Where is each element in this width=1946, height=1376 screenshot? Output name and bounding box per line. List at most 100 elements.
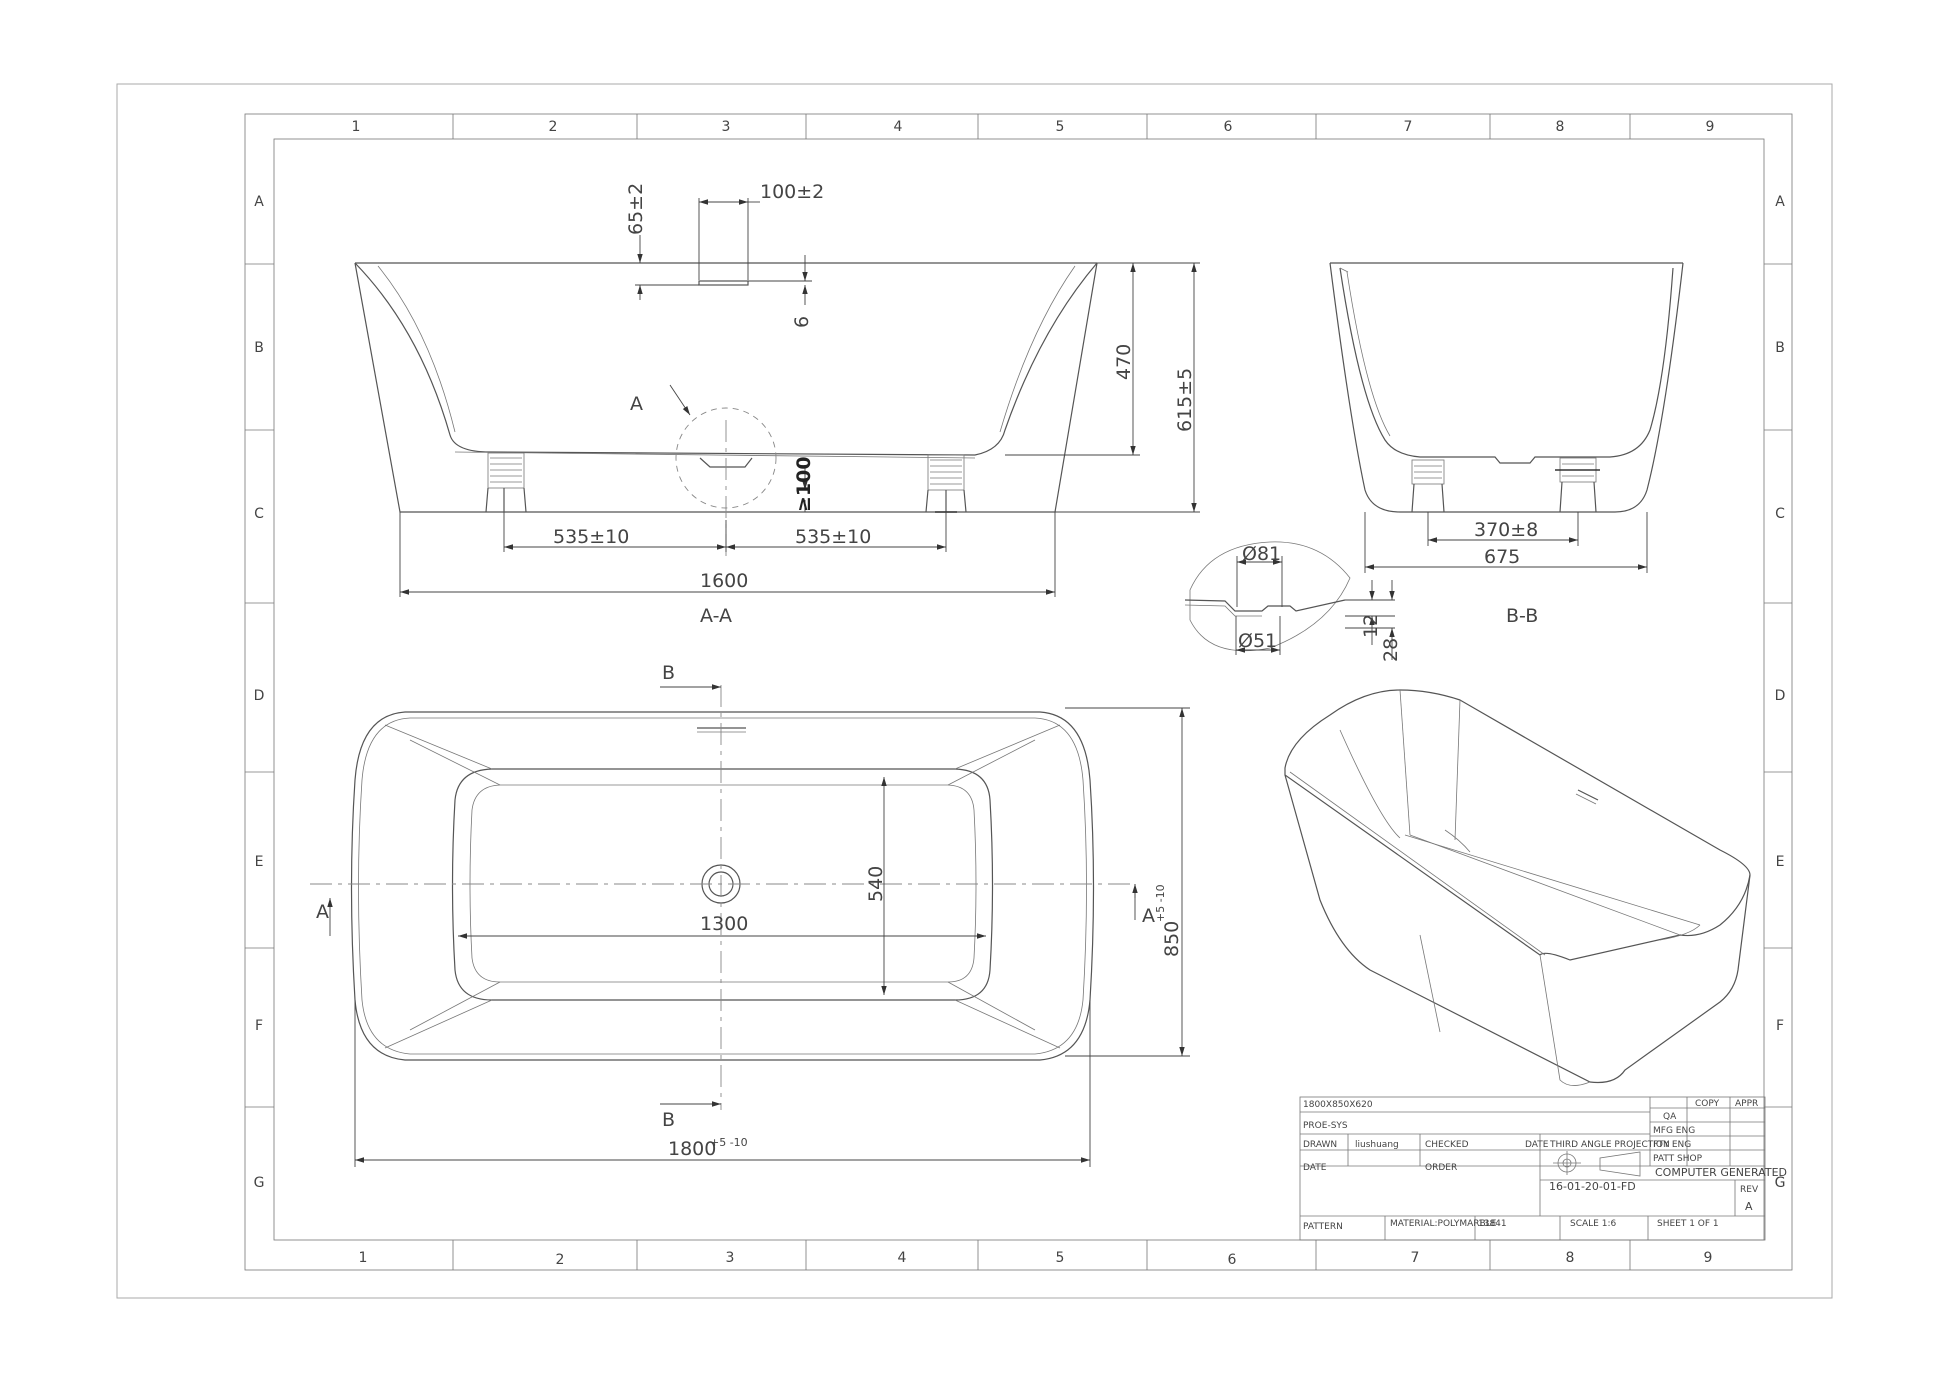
- row-label: E: [1776, 854, 1785, 870]
- col-label: 4: [898, 1250, 907, 1266]
- dim-overall-width-tolerance: +5 -10: [1154, 884, 1167, 922]
- leg-right: [925, 454, 967, 513]
- dim-leg-spacing-right: 535±10: [795, 526, 871, 548]
- col-label: 7: [1404, 119, 1413, 135]
- section-bb-view: [1329, 262, 1684, 513]
- dim-overall-length: 1800: [668, 1138, 716, 1160]
- sheet-border: [116, 83, 1833, 1299]
- dim-drain-depth-12: 12: [1360, 614, 1382, 638]
- tb-sheet: SHEET 1 OF 1: [1657, 1219, 1719, 1229]
- dim-inner-length: 1300: [700, 913, 748, 935]
- col-label: 9: [1704, 1250, 1713, 1266]
- tb-date-hdr: DATE: [1525, 1140, 1549, 1150]
- section-bb-dimensions: 370±8 675 B-B: [1364, 512, 1648, 627]
- col-label: 6: [1224, 119, 1233, 135]
- tb-appr: APPR: [1735, 1099, 1758, 1109]
- cut-a-right-label: A: [1142, 905, 1155, 927]
- row-label: D: [254, 688, 265, 704]
- tb-order: ORDER: [1425, 1163, 1457, 1173]
- dim-overall-width: 850: [1161, 921, 1183, 957]
- grid-row-labels-left: A B C D E F G: [254, 194, 265, 1191]
- leg-bb-left: [1411, 459, 1445, 513]
- col-label: 1: [359, 1250, 368, 1266]
- grid-column-labels-top: 1 2 3 4 5 6 7 8 9: [352, 119, 1715, 135]
- tb-qa: QA: [1663, 1112, 1677, 1122]
- tb-fty-eng: FTY ENG: [1653, 1140, 1691, 1150]
- row-label: A: [254, 194, 264, 210]
- tb-projection: THIRD ANGLE PROJECTION: [1549, 1140, 1670, 1150]
- dim-total-height: 615±5: [1174, 368, 1196, 432]
- grid-columns: [452, 114, 1631, 1270]
- row-label: G: [254, 1175, 265, 1191]
- tb-drawn: DRAWN: [1303, 1140, 1337, 1150]
- row-label: C: [1775, 506, 1785, 522]
- section-bb-label: B-B: [1506, 605, 1538, 627]
- tb-rev: REV: [1740, 1185, 1759, 1195]
- tb-drawing-no: 16-01-20-01-FD: [1549, 1180, 1636, 1193]
- plan-view: A A B B: [310, 662, 1155, 1131]
- isometric-view: [1284, 689, 1751, 1086]
- col-label: 9: [1706, 119, 1715, 135]
- dim-leg-spacing-left: 535±10: [553, 526, 629, 548]
- row-label: B: [254, 340, 264, 356]
- col-label: 5: [1056, 1250, 1065, 1266]
- section-aa-view: A: [354, 262, 1098, 560]
- projection-symbol-icon: [1553, 1151, 1641, 1177]
- row-label: C: [254, 506, 264, 522]
- tb-drawn-by: liushuang: [1355, 1140, 1399, 1150]
- tb-computer-generated: COMPUTER GENERATED: [1655, 1166, 1787, 1179]
- col-label: 2: [549, 119, 558, 135]
- tb-proc: PROE-SYS: [1303, 1121, 1348, 1131]
- col-label: 3: [722, 119, 731, 135]
- col-label: 8: [1556, 119, 1565, 135]
- tb-model: 1800X850X620: [1303, 1100, 1373, 1110]
- dim-base-length: 1600: [700, 570, 748, 592]
- cut-b-bottom-label: B: [662, 1109, 675, 1131]
- dim-overflow-depth: 6: [791, 316, 813, 328]
- dim-overflow-height: 65±2: [625, 183, 647, 235]
- row-label: E: [255, 854, 264, 870]
- cut-b-top-label: B: [662, 662, 675, 684]
- detail-a-label: A: [630, 393, 643, 415]
- dim-drain-depth-28: 28: [1380, 638, 1402, 662]
- col-label: 6: [1228, 1252, 1237, 1268]
- dim-overall-length-tolerance: +5 -10: [710, 1136, 748, 1149]
- frame-outer: [244, 113, 1793, 1271]
- col-label: 2: [556, 1252, 565, 1268]
- col-label: 3: [726, 1250, 735, 1266]
- row-label: F: [255, 1018, 263, 1034]
- tb-rev-value: A: [1745, 1200, 1753, 1213]
- grid-column-labels-bottom: 1 2 3 4 5 6 7 8 9: [359, 1250, 1713, 1268]
- col-label: 8: [1566, 1250, 1575, 1266]
- tb-date: DATE: [1303, 1163, 1327, 1173]
- section-aa-label: A-A: [700, 605, 732, 627]
- frame-inner: [273, 138, 1765, 1241]
- tb-material-code: 13841: [1478, 1219, 1507, 1229]
- tb-scale: SCALE 1:6: [1570, 1219, 1616, 1229]
- dim-overflow-width: 100±2: [760, 181, 824, 203]
- row-label: A: [1775, 194, 1785, 210]
- tb-material: MATERIAL:POLYMARBLE: [1390, 1219, 1497, 1229]
- row-label: B: [1775, 340, 1785, 356]
- col-label: 5: [1056, 119, 1065, 135]
- dim-inner-width: 540: [865, 866, 887, 902]
- plan-dimensions: 540 1300 850 +5 -10 1800 +5 -10: [354, 707, 1190, 1167]
- section-aa-dimensions: 100±2 65±2 6 470 615±5 ≥100 535±10 535±1…: [399, 181, 1200, 627]
- tb-checked: CHECKED: [1425, 1140, 1469, 1150]
- dim-bb-base-width: 675: [1484, 546, 1520, 568]
- col-label: 4: [894, 119, 903, 135]
- dim-min-clearance: ≥100: [793, 456, 815, 512]
- cut-a-left-label: A: [316, 901, 329, 923]
- dim-drain-outer-diameter: Ø81: [1242, 543, 1281, 565]
- leg-left: [485, 452, 527, 513]
- detail-a-view: Ø81 Ø51 12 28: [1184, 541, 1402, 662]
- row-label: G: [1775, 1175, 1786, 1191]
- tb-mfg-eng: MFG ENG: [1653, 1126, 1695, 1136]
- title-block: 1800X850X620 PROE-SYS COPY APPR QA MFG E…: [1299, 1096, 1787, 1241]
- dim-bb-leg-spacing: 370±8: [1474, 519, 1538, 541]
- grid-row-labels-right: A B C D E F G: [1775, 194, 1786, 1191]
- grid-rows: [245, 263, 1792, 1108]
- tb-copy: COPY: [1695, 1099, 1720, 1109]
- col-label: 7: [1411, 1250, 1420, 1266]
